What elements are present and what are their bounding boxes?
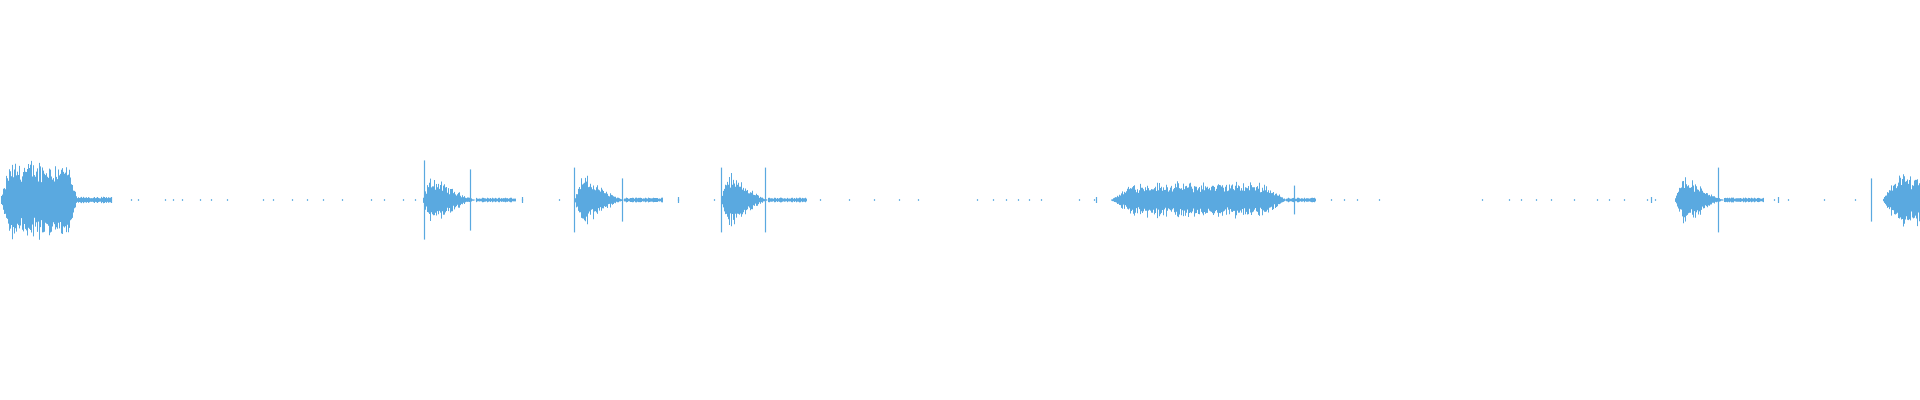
waveform-burst	[1675, 177, 1724, 224]
waveform-burst	[1883, 174, 1920, 227]
waveform-tail	[768, 197, 807, 203]
waveform-burst	[1, 160, 77, 240]
waveform-tail	[1286, 197, 1316, 203]
waveform-tail	[1724, 197, 1764, 203]
waveform-burst	[721, 173, 768, 227]
waveform-noise-dot	[108, 199, 1857, 201]
waveform-tail	[624, 197, 663, 203]
waveform-burst	[575, 175, 624, 225]
waveform-track	[1, 160, 1920, 240]
waveform-tail	[77, 196, 112, 204]
waveform-tail	[476, 197, 516, 203]
waveform-burst	[1111, 181, 1286, 219]
